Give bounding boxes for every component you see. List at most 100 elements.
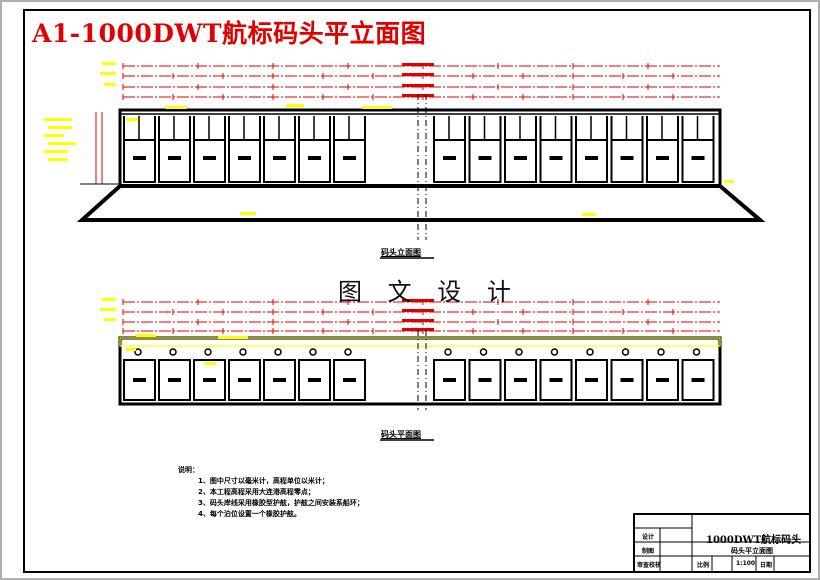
- plan-bay-box: [681, 359, 715, 401]
- elevation-bay-wall: [433, 116, 466, 140]
- note-line-4: 4、每个泊位设置一个橡胶护舷。: [198, 510, 301, 518]
- elevation-level-label: [48, 142, 76, 145]
- dimension-text-mark: [402, 309, 434, 312]
- plan-bay-label-mark: [585, 378, 598, 382]
- drawing-title: A1-1000DWT航标码头平立面图: [32, 19, 427, 48]
- elevation-bay-box: [575, 139, 608, 183]
- elevation-bay-box: [646, 139, 679, 183]
- elevation-bay-wall: [333, 116, 366, 140]
- plan-annotation-mark: [218, 336, 248, 339]
- elevation-level-label: [48, 126, 72, 129]
- elevation-bay-wall: [539, 116, 573, 140]
- notes-title: 说明：: [178, 466, 199, 474]
- elevation-annotation-mark: [582, 213, 596, 216]
- dimension-label-mark: [104, 83, 116, 86]
- elevation-bay-label-mark: [133, 156, 146, 160]
- elevation-bay-label-mark: [549, 156, 563, 160]
- elevation-annotation-mark: [126, 118, 138, 121]
- plan-bay-label-mark: [168, 378, 181, 382]
- elevation-bay-label-mark: [691, 156, 705, 160]
- elevation-bay-wall: [646, 116, 679, 140]
- elevation-bay-box: [681, 139, 715, 183]
- plan-bay-box: [263, 359, 296, 401]
- elevation-annotation-mark: [286, 104, 304, 107]
- title-block-scale-label: 比例: [697, 562, 710, 569]
- elevation-annotation-mark: [240, 212, 256, 215]
- elevation-dimension-lines: [100, 62, 720, 100]
- elevation-level-label: [44, 150, 68, 153]
- elevation-bay-label-mark: [273, 156, 286, 160]
- plan-bays: [123, 334, 715, 401]
- plan-bay-box: [433, 359, 466, 401]
- plan-bay-label-mark: [133, 378, 146, 382]
- plan-bollard-circle: [274, 348, 282, 356]
- elevation-level-markers: [44, 112, 120, 185]
- plan-bollard-circle: [479, 348, 488, 356]
- elevation-bay-box: [433, 139, 466, 183]
- plan-annotation-mark: [136, 334, 156, 337]
- elevation-frame: [118, 108, 722, 188]
- elevation-bay-label-mark: [203, 156, 216, 160]
- plan-bay-box: [539, 359, 573, 401]
- elevation-bay-label-mark: [343, 156, 356, 160]
- plan-bay-box: [228, 359, 261, 401]
- dimension-text-mark: [402, 73, 434, 76]
- elevation-bay-label-mark: [620, 156, 634, 160]
- plan-bay-box: [123, 359, 156, 401]
- elevation-bay-wall: [123, 116, 156, 140]
- elevation-bay-wall: [575, 116, 608, 140]
- dimension-label-mark: [102, 62, 116, 65]
- dimension-label-mark: [102, 298, 116, 301]
- plan-bay-label-mark: [478, 378, 492, 382]
- elevation-annotation-mark: [724, 180, 734, 183]
- elevation-bay-box: [504, 139, 537, 183]
- plan-bay-label-mark: [443, 378, 456, 382]
- elevation-caption: 码头立面图: [381, 248, 421, 257]
- caption-underlines: [380, 257, 434, 441]
- elevation-bay-wall: [468, 116, 502, 140]
- elevation-bay-wall: [263, 116, 296, 140]
- elevation-bay-box: [333, 139, 366, 183]
- plan-bay-box: [468, 359, 502, 401]
- dimension-label-mark: [104, 318, 116, 321]
- plan-view: [118, 330, 722, 410]
- elevation-bay-box: [193, 139, 226, 183]
- plan-bay-box: [610, 359, 644, 401]
- title-block: [633, 513, 811, 573]
- elevation-bay-box: [468, 139, 502, 183]
- elevation-bay-wall: [610, 116, 644, 140]
- plan-bay-box: [646, 359, 679, 401]
- elevation-bay-label-mark: [168, 156, 181, 160]
- title-block-checker-label: 审查校核: [637, 562, 662, 569]
- elevation-bay-label-mark: [308, 156, 321, 160]
- plan-bollard-circle: [692, 348, 701, 356]
- elevation-bay-label-mark: [478, 156, 492, 160]
- elevation-bay-box: [539, 139, 573, 183]
- title-block-designer-label: 设计: [642, 534, 655, 541]
- drawing-border: [23, 9, 811, 573]
- elevation-base-slab: [76, 184, 766, 222]
- plan-bay-box: [333, 359, 366, 401]
- title-block-project-name: 1000DWT航标码头: [706, 535, 802, 546]
- elevation-bay-box: [263, 139, 296, 183]
- plan-bollard-circle: [344, 348, 352, 356]
- plan-bollard-circle: [515, 348, 523, 356]
- title-block-drafter-label: 制图: [642, 548, 655, 555]
- elevation-view: [44, 94, 766, 240]
- elevation-annotation-mark: [362, 106, 392, 109]
- elevation-bay-label-mark: [443, 156, 456, 160]
- elevation-bay-wall: [504, 116, 537, 140]
- plan-annotation-mark: [204, 362, 216, 365]
- elevation-bay-label-mark: [238, 156, 251, 160]
- dimension-text-mark: [402, 319, 434, 322]
- dimension-text-mark: [402, 328, 434, 331]
- note-line-1: 1、图中尺寸以毫米计，高程单位以米计；: [198, 477, 329, 485]
- elevation-bay-wall: [193, 116, 226, 140]
- elevation-level-label: [44, 118, 72, 121]
- elevation-bay-wall: [298, 116, 331, 140]
- title-block-scale-value: 1:100: [736, 560, 756, 567]
- notes-block: 说明： 1、图中尺寸以毫米计，高程单位以米计； 2、本工程高程采用大连港高程零点…: [178, 465, 364, 520]
- plan-bay-label-mark: [308, 378, 321, 382]
